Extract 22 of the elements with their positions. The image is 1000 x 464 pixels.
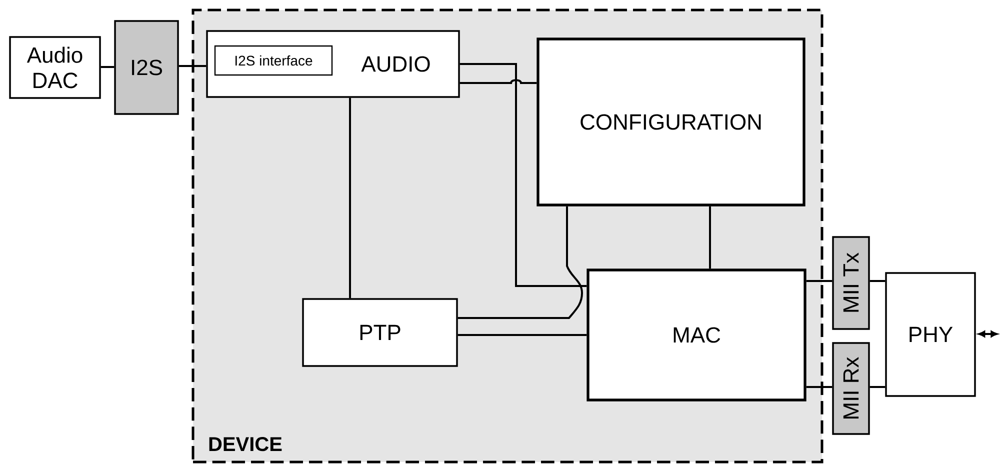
connector bbox=[870, 386, 886, 388]
connector bbox=[978, 330, 998, 338]
connector bbox=[709, 206, 711, 269]
connector bbox=[460, 79, 537, 84]
block-box: CONFIGURATION bbox=[536, 38, 806, 206]
interface-box: MII Rx bbox=[832, 342, 870, 435]
connector bbox=[458, 206, 583, 319]
connector bbox=[806, 280, 832, 282]
block-box: MAC bbox=[586, 268, 806, 402]
block-box: PTP bbox=[302, 298, 458, 367]
block-box: Audio DAC bbox=[9, 36, 101, 99]
block-box: PHY bbox=[885, 272, 976, 397]
connector bbox=[806, 386, 832, 388]
connector bbox=[870, 280, 886, 282]
connector bbox=[458, 334, 587, 336]
connector bbox=[460, 63, 587, 287]
connector bbox=[100, 66, 114, 68]
connector bbox=[349, 98, 351, 298]
interface-box: I2S bbox=[114, 20, 179, 115]
interface-box: MII Tx bbox=[832, 236, 870, 330]
connector bbox=[178, 65, 206, 67]
interface-box: I2S interface bbox=[214, 45, 333, 76]
